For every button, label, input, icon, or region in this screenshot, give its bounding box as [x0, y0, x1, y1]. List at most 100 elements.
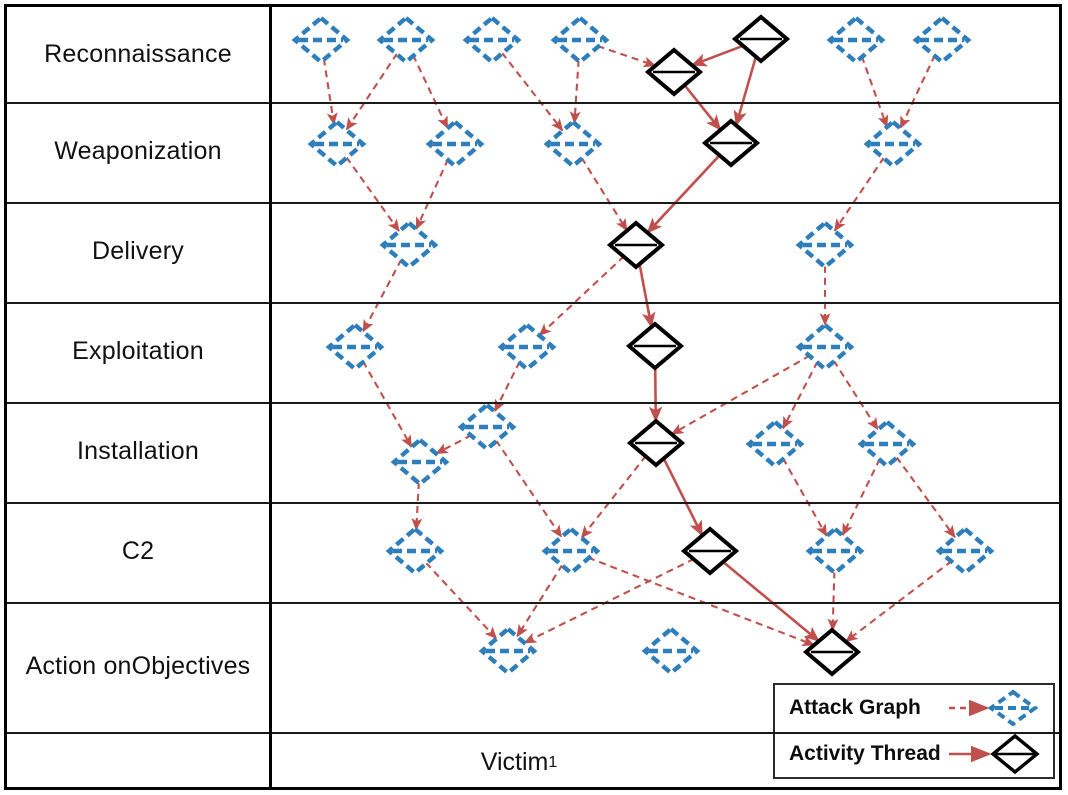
- row-divider: [7, 402, 1059, 404]
- activity-thread-node[interactable]: [701, 118, 761, 168]
- activity-thread-node[interactable]: [606, 220, 666, 270]
- row-label-c2: C2: [7, 502, 269, 602]
- attack-graph-node[interactable]: [805, 526, 865, 576]
- edge-thread-c3-a3: [721, 560, 820, 643]
- edge-attack-e4-i5: [832, 359, 879, 431]
- attack-graph-node[interactable]: [857, 419, 917, 469]
- edge-attack-i2-c2: [495, 439, 563, 538]
- edge-thread-r6-w4: [682, 83, 722, 131]
- edge-thread-r5-r6: [690, 44, 745, 67]
- edge-attack-i1-c1: [411, 481, 423, 531]
- edge-attack-c1-a1: [425, 561, 498, 640]
- edge-attack-c2-a1: [516, 564, 564, 638]
- activity-thread-node[interactable]: [626, 418, 686, 468]
- edge-attack-r7-w5: [860, 55, 889, 128]
- legend-label-attack-graph: Attack Graph: [789, 696, 921, 719]
- victim-subscript: 1: [548, 753, 558, 771]
- row-divider: [7, 202, 1059, 204]
- edge-thread-w4-d2: [646, 153, 722, 234]
- edge-attack-w2-d1: [415, 158, 450, 230]
- edge-attack-r4-w3: [569, 59, 581, 125]
- row-label-weaponization: Weaponization: [7, 102, 269, 202]
- attack-graph-node[interactable]: [390, 437, 450, 487]
- attack-graph-node[interactable]: [497, 322, 557, 372]
- attack-graph-node[interactable]: [745, 419, 805, 469]
- edge-attack-c2-a3: [587, 556, 815, 647]
- edge-attack-w1-d1: [345, 156, 401, 232]
- activity-thread-node[interactable]: [680, 526, 740, 576]
- attack-graph-node[interactable]: [325, 322, 385, 372]
- edge-attack-i3-c2: [580, 454, 647, 539]
- attack-graph-node[interactable]: [307, 119, 367, 169]
- attack-graph-node[interactable]: [478, 626, 538, 676]
- row-label-line: Objectives: [131, 652, 251, 681]
- edge-attack-e4-i3: [670, 354, 811, 436]
- activity-thread-node[interactable]: [802, 627, 862, 677]
- legend-swatch-attack-graph: [947, 686, 1043, 730]
- row-label-line: C2: [121, 537, 155, 566]
- activity-thread-node[interactable]: [644, 47, 704, 97]
- edge-attack-e1-i1: [362, 360, 413, 448]
- attack-graph-node[interactable]: [935, 526, 995, 576]
- legend-box: Attack Graph Activity Thre: [773, 683, 1055, 779]
- attack-graph-node[interactable]: [462, 15, 522, 65]
- legend-label-activity-thread: Activity Thread: [789, 742, 941, 765]
- row-divider: [7, 502, 1059, 504]
- attack-graph-node[interactable]: [912, 15, 972, 65]
- attack-graph-node[interactable]: [543, 119, 603, 169]
- row-label-line: Exploitation: [72, 337, 204, 366]
- legend-row-attack-graph: Attack Graph: [775, 685, 1053, 731]
- edge-attack-i5-c4: [841, 458, 881, 537]
- attack-graph-node[interactable]: [795, 322, 855, 372]
- attack-graph-node[interactable]: [826, 15, 886, 65]
- attack-graph-node[interactable]: [425, 119, 485, 169]
- label-column-divider: [269, 7, 272, 787]
- attack-graph-node[interactable]: [457, 402, 517, 452]
- edge-attack-e2-i2: [493, 361, 521, 413]
- edge-attack-c3-a1: [523, 557, 695, 644]
- edge-attack-c5-a3: [845, 560, 953, 643]
- row-divider: [7, 102, 1059, 104]
- row-divider: [7, 302, 1059, 304]
- edge-thread-d2-e3: [638, 262, 656, 329]
- attack-graph-node[interactable]: [376, 15, 436, 65]
- edge-thread-e3-i3: [648, 366, 663, 423]
- row-divider: [7, 732, 1059, 734]
- row-label-delivery: Delivery: [7, 202, 269, 302]
- attack-graph-node[interactable]: [795, 220, 855, 270]
- row-divider: [7, 602, 1059, 604]
- row-label-line: Action on: [25, 652, 132, 681]
- edge-attack-c4-a3: [827, 571, 839, 632]
- edge-attack-e4-i4: [781, 361, 819, 430]
- attack-graph-node[interactable]: [385, 526, 445, 576]
- attack-graph-node[interactable]: [550, 15, 610, 65]
- legend-swatch-activity-thread: [947, 732, 1043, 776]
- row-label-line: Installation: [77, 437, 199, 466]
- edge-attack-w5-d3: [833, 156, 885, 232]
- edge-attack-d1-e1: [362, 258, 403, 333]
- edge-attack-i2-i1: [435, 434, 473, 455]
- edge-attack-r3-w3: [500, 51, 564, 132]
- attack-graph-node[interactable]: [541, 526, 601, 576]
- edge-attack-d2-e2: [538, 255, 625, 337]
- graph-edges-layer: [291, 14, 995, 677]
- row-label-installation: Installation: [7, 402, 269, 502]
- edge-attack-w3-d2: [580, 157, 628, 232]
- attack-graph-node[interactable]: [641, 626, 701, 676]
- activity-thread-node[interactable]: [625, 321, 685, 371]
- activity-thread-node[interactable]: [731, 14, 791, 64]
- legend-row-activity-thread: Activity Thread: [775, 731, 1053, 777]
- edge-attack-r1-w1: [322, 58, 338, 126]
- edge-attack-r2-w2: [412, 54, 449, 130]
- attack-graph-node[interactable]: [863, 119, 923, 169]
- attack-graph-node[interactable]: [379, 220, 439, 270]
- row-label-line: Weaponization: [54, 137, 222, 166]
- victim-text: Victim: [480, 748, 549, 776]
- attack-graph-node[interactable]: [291, 15, 351, 65]
- row-label-line: Reconnaissance: [44, 39, 232, 68]
- edge-attack-r4-r6: [597, 45, 657, 68]
